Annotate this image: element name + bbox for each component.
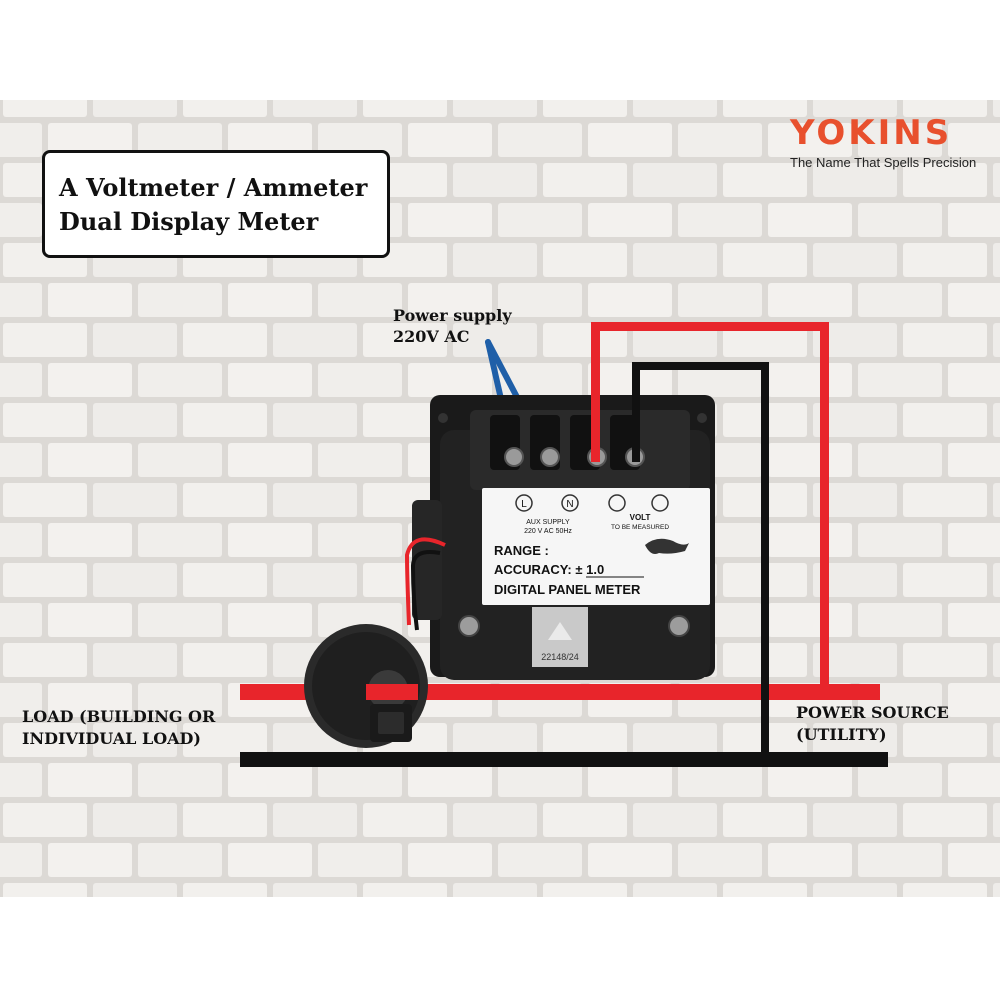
ct-leads — [404, 537, 446, 631]
accuracy-label: ACCURACY: ± 1.0 — [494, 562, 604, 577]
aux-voltage-label: 220 V AC 50Hz — [524, 528, 572, 535]
power-supply-label-line2: 220V AC — [393, 327, 470, 346]
sticker-serial: 22148/24 — [541, 652, 579, 662]
power-supply-label-line1: Power supply — [393, 306, 512, 325]
neutral-wire — [240, 362, 888, 767]
load-label: LOAD (BUILDING OR INDIVIDUAL LOAD) — [22, 706, 215, 750]
load-label-line2: INDIVIDUAL LOAD) — [22, 729, 201, 748]
terminal-n-label: N — [566, 499, 573, 510]
terminal-l-label: L — [521, 499, 527, 510]
title-line-2: Dual Display Meter — [59, 207, 319, 236]
lion-emblem-icon — [645, 538, 689, 554]
brand-tagline: The Name That Spells Precision — [790, 155, 977, 170]
current-transformer — [304, 624, 428, 748]
load-label-line1: LOAD (BUILDING OR — [22, 707, 216, 726]
power-source-label-line2: (UTILITY) — [796, 725, 887, 744]
range-label: RANGE : — [494, 543, 549, 558]
aux-supply-label: AUX SUPPLY — [526, 519, 570, 526]
product-name-label: DIGITAL PANEL METER — [494, 582, 641, 597]
meter-label-plate — [482, 488, 710, 605]
power-source-label: POWER SOURCE (UTILITY) — [796, 702, 949, 746]
volt-label: VOLT — [630, 513, 651, 522]
power-source-label-line1: POWER SOURCE — [796, 703, 949, 722]
power-supply-label: Power supply 220V AC — [393, 305, 512, 347]
title-line-1: A Voltmeter / Ammeter — [59, 173, 368, 202]
to-be-measured-label: TO BE MEASURED — [611, 524, 669, 531]
brand-logo: YOKINS The Name That Spells Precision — [790, 113, 990, 170]
digital-panel-meter: L N AUX SUPPLY 220 V AC 50Hz VOLT TO BE … — [412, 395, 715, 680]
diagram-title-box: A Voltmeter / Ammeter Dual Display Meter — [42, 150, 390, 258]
brand-name: YOKINS — [790, 113, 953, 153]
